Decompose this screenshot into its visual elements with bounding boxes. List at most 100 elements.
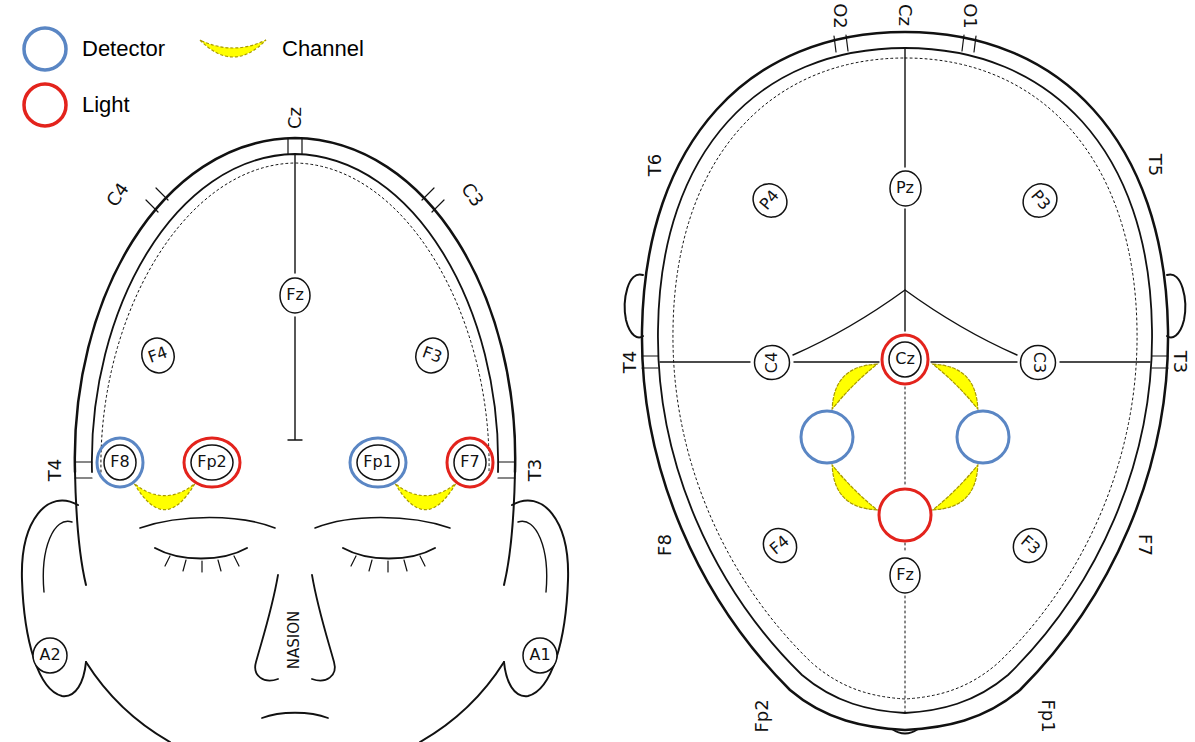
electrode-ellipse (755, 345, 790, 379)
mouth-line (262, 713, 328, 718)
position-label: T3 (525, 459, 546, 481)
electrode-ellipse (411, 333, 453, 377)
electrode-ellipse (890, 171, 921, 206)
legend-text: Channel (282, 36, 364, 62)
position-label: Cz (285, 107, 306, 129)
position-label: C3 (457, 179, 488, 211)
electrode-name: Pz (896, 179, 914, 197)
brow-line (315, 518, 450, 529)
ear-detail (518, 521, 547, 592)
channel-crescent (395, 484, 455, 510)
ear-detail (43, 521, 72, 592)
electrode-tick (146, 188, 168, 212)
midline-dotted (905, 387, 906, 712)
position-label: T4 (45, 459, 66, 481)
electrode-ellipse (889, 342, 921, 377)
electrode-tick (75, 462, 92, 478)
closed-eye (343, 548, 435, 559)
electrode-oval: F8 (103, 444, 137, 481)
ear-outline (625, 274, 643, 337)
electrode-ellipse (746, 176, 793, 223)
electrode-oval: A2 (32, 637, 68, 674)
electrode-oval: Fz (279, 277, 311, 314)
electrode-name: Cz (895, 350, 915, 368)
position-label: Cz (895, 4, 916, 26)
legend-entry: Channel (196, 24, 364, 74)
electrode-oval: C4 (754, 344, 791, 380)
position-label: T6 (645, 154, 666, 176)
ear-outline (22, 500, 86, 696)
electrode-ellipse (890, 558, 920, 593)
legend-entry: Light (20, 80, 130, 130)
electrode-ellipse (454, 445, 486, 480)
electrode-name: F7 (460, 453, 479, 471)
electrode-oval: F7 (453, 444, 487, 481)
electrode-name: Fp2 (197, 453, 227, 471)
nose-outline (255, 575, 278, 680)
skull-outline (642, 32, 1168, 730)
electrode-tick (834, 35, 976, 52)
channel-crescent (933, 465, 978, 510)
electrode-oval: Fp1 (356, 444, 400, 481)
skull-inner-outline (658, 48, 1152, 713)
electrode-ellipse (1006, 521, 1053, 568)
front-view-head (22, 138, 568, 742)
electrode-name: C3 (1029, 351, 1047, 372)
electrode-oval: A1 (522, 637, 558, 674)
position-label: Fp1 (1038, 699, 1059, 732)
detector-ring (350, 438, 406, 487)
electrode-oval: C3 (1020, 344, 1057, 380)
electrode-name: A1 (529, 646, 550, 664)
top-view-head (625, 32, 1185, 734)
eyelashes (351, 556, 425, 572)
swatch-crescent (200, 40, 266, 57)
swatch-circle (24, 84, 66, 126)
electrode-oval: F3 (1005, 520, 1055, 570)
light-ring (184, 438, 240, 487)
face-outline (75, 472, 86, 585)
electrode-oval: P3 (1015, 175, 1065, 225)
position-label: Fp2 (752, 699, 773, 732)
electrode-oval: P4 (745, 175, 795, 225)
nose-tip (892, 729, 918, 734)
electrode-ellipse (1016, 176, 1063, 223)
detector-swatch (20, 24, 70, 74)
legend-text: Light (82, 92, 130, 118)
electrode-oval: F3 (410, 332, 455, 378)
eyelashes (165, 556, 239, 572)
electrode-ellipse (756, 521, 803, 568)
channel-crescent (933, 364, 978, 409)
detector-circle (957, 411, 1009, 463)
legend-entry: Detector (20, 24, 165, 74)
channel-crescent (134, 484, 194, 510)
electrode-ellipse (523, 638, 557, 673)
position-label: O1 (960, 3, 981, 29)
channel-swatch (196, 34, 270, 64)
position-label: F8 (655, 534, 676, 556)
electrode-tick (498, 462, 515, 478)
jaw-outline (420, 662, 504, 742)
electrode-tick (288, 138, 302, 154)
nose-outline (312, 575, 335, 680)
position-label: T4 (620, 351, 641, 373)
electrode-name: Fp1 (363, 453, 393, 471)
face-outline (504, 472, 515, 585)
electrode-ellipse (137, 333, 179, 377)
electrode-oval: F4 (755, 520, 805, 570)
electrode-name: Fz (896, 566, 914, 584)
electrode-tick (422, 188, 444, 212)
light-swatch (20, 80, 70, 130)
brow-line (140, 518, 275, 529)
electrode-ellipse (191, 445, 233, 480)
electrode-name: Fz (286, 286, 304, 304)
electrode-name: A2 (39, 646, 60, 664)
ear-outline (1167, 274, 1185, 337)
legend-text: Detector (82, 36, 165, 62)
electrode-ellipse (357, 445, 399, 480)
electrode-oval: Fp2 (190, 444, 234, 481)
electrode-ellipse (1021, 345, 1056, 379)
detector-circle (801, 411, 853, 463)
